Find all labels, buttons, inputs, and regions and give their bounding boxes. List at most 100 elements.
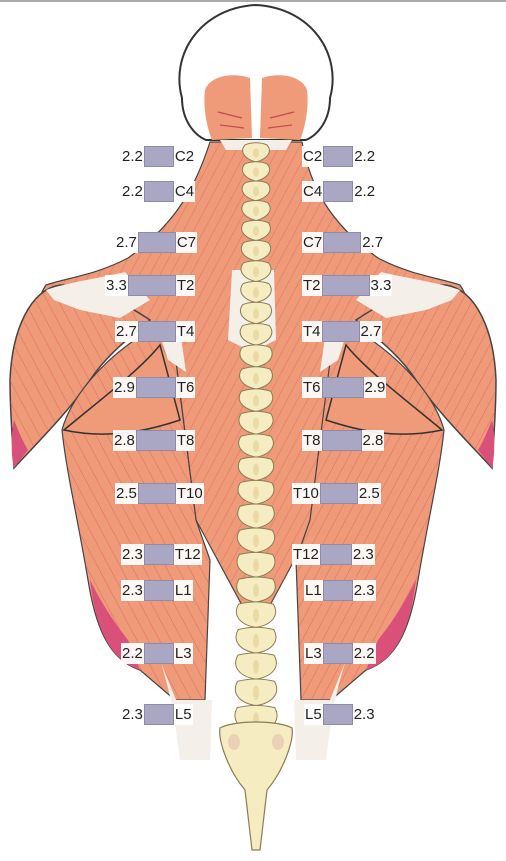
vertebra-level-label: L3 bbox=[304, 643, 323, 664]
spinous-process bbox=[253, 487, 259, 499]
marker-box bbox=[144, 181, 174, 202]
marker-box bbox=[320, 544, 352, 565]
marker-value: 2.2 bbox=[121, 643, 144, 664]
marker-value: 2.3 bbox=[353, 704, 376, 725]
marker-value: 2.2 bbox=[353, 181, 376, 202]
marker-value: 2.2 bbox=[121, 181, 144, 202]
marker-box bbox=[322, 321, 360, 342]
spinous-process bbox=[253, 440, 259, 452]
vertebra-level-label: C2 bbox=[302, 146, 323, 167]
skull bbox=[179, 5, 332, 140]
marker-value: 2.7 bbox=[361, 232, 384, 253]
vertebra-level-label: T4 bbox=[302, 321, 322, 342]
vertebral-level-marker: C4 2.2 bbox=[302, 181, 376, 202]
marker-box bbox=[323, 704, 353, 725]
marker-box bbox=[128, 275, 176, 296]
spinous-process bbox=[253, 660, 259, 674]
marker-box bbox=[322, 430, 362, 451]
marker-value: 2.3 bbox=[121, 704, 144, 725]
vertebra-level-label: L1 bbox=[304, 580, 323, 601]
marker-value: 2.7 bbox=[115, 232, 138, 253]
vertebra-level-label: C4 bbox=[302, 181, 323, 202]
spinous-process bbox=[253, 329, 259, 340]
vertebra-level-label: L5 bbox=[174, 704, 193, 725]
marker-value: 2.9 bbox=[113, 377, 136, 398]
marker-value: 2.3 bbox=[353, 580, 376, 601]
occipital-muscle-right bbox=[260, 75, 308, 140]
marker-box bbox=[136, 430, 176, 451]
marker-value: 3.3 bbox=[105, 275, 128, 296]
vertebral-level-marker: 2.7 C7 bbox=[115, 232, 197, 253]
spinous-process bbox=[253, 226, 259, 236]
vertebra-level-label: L1 bbox=[174, 580, 193, 601]
marker-box bbox=[323, 643, 353, 664]
vertebral-level-marker: L5 2.3 bbox=[304, 704, 376, 725]
marker-box bbox=[323, 580, 353, 601]
spinous-process bbox=[253, 583, 259, 596]
spinous-process bbox=[253, 417, 259, 429]
spinous-process bbox=[253, 287, 259, 298]
marker-value: 2.9 bbox=[364, 377, 387, 398]
marker-box bbox=[144, 643, 174, 664]
spinous-process bbox=[253, 395, 259, 407]
vertebra-level-label: T6 bbox=[302, 377, 322, 398]
marker-box bbox=[323, 181, 353, 202]
vertebra-level-label: C7 bbox=[176, 232, 197, 253]
vertebral-level-marker: T6 2.9 bbox=[302, 377, 386, 398]
occipital-muscle-left bbox=[204, 75, 252, 140]
vertebral-level-marker: L1 2.3 bbox=[304, 580, 376, 601]
marker-box bbox=[322, 275, 370, 296]
marker-value: 2.7 bbox=[115, 321, 138, 342]
vertebral-level-marker: T2 3.3 bbox=[302, 275, 392, 296]
marker-box bbox=[138, 321, 176, 342]
vertebral-level-marker: T12 2.3 bbox=[292, 544, 375, 565]
spinous-process bbox=[253, 686, 259, 700]
vertebra-level-label: T4 bbox=[176, 321, 196, 342]
vertebra-level-label: T10 bbox=[292, 483, 320, 504]
marker-box bbox=[323, 232, 361, 253]
vertebra-level-label: T10 bbox=[176, 483, 204, 504]
marker-box bbox=[320, 483, 358, 504]
vertebral-level-marker: 3.3 T2 bbox=[105, 275, 195, 296]
marker-value: 2.3 bbox=[352, 544, 375, 565]
vertebra-level-label: T8 bbox=[176, 430, 196, 451]
marker-value: 2.5 bbox=[358, 483, 381, 504]
marker-box bbox=[322, 377, 364, 398]
marker-box bbox=[144, 580, 174, 601]
spinous-process bbox=[253, 534, 259, 547]
marker-value: 2.3 bbox=[121, 580, 144, 601]
marker-value: 3.3 bbox=[370, 275, 393, 296]
vertebral-level-marker: T10 2.5 bbox=[292, 483, 381, 504]
marker-box bbox=[323, 146, 353, 167]
spinous-process bbox=[253, 510, 259, 523]
vertebra-level-label: T2 bbox=[302, 275, 322, 296]
marker-box bbox=[136, 377, 176, 398]
marker-value: 2.8 bbox=[362, 430, 385, 451]
spinous-process bbox=[253, 351, 259, 362]
spinous-process bbox=[253, 246, 259, 256]
marker-box bbox=[138, 483, 176, 504]
vertebra-level-label: T8 bbox=[302, 430, 322, 451]
vertebra-level-label: C2 bbox=[174, 146, 195, 167]
vertebral-level-marker: 2.3 L1 bbox=[121, 580, 193, 601]
marker-value: 2.2 bbox=[353, 643, 376, 664]
marker-box bbox=[144, 146, 174, 167]
spinous-process bbox=[253, 559, 259, 572]
vertebra-level-label: T2 bbox=[176, 275, 196, 296]
vertebra-level-label: L5 bbox=[304, 704, 323, 725]
spinous-process bbox=[253, 463, 259, 475]
vertebra-level-label: T12 bbox=[292, 544, 320, 565]
marker-box bbox=[138, 232, 176, 253]
spinous-process bbox=[253, 609, 259, 623]
